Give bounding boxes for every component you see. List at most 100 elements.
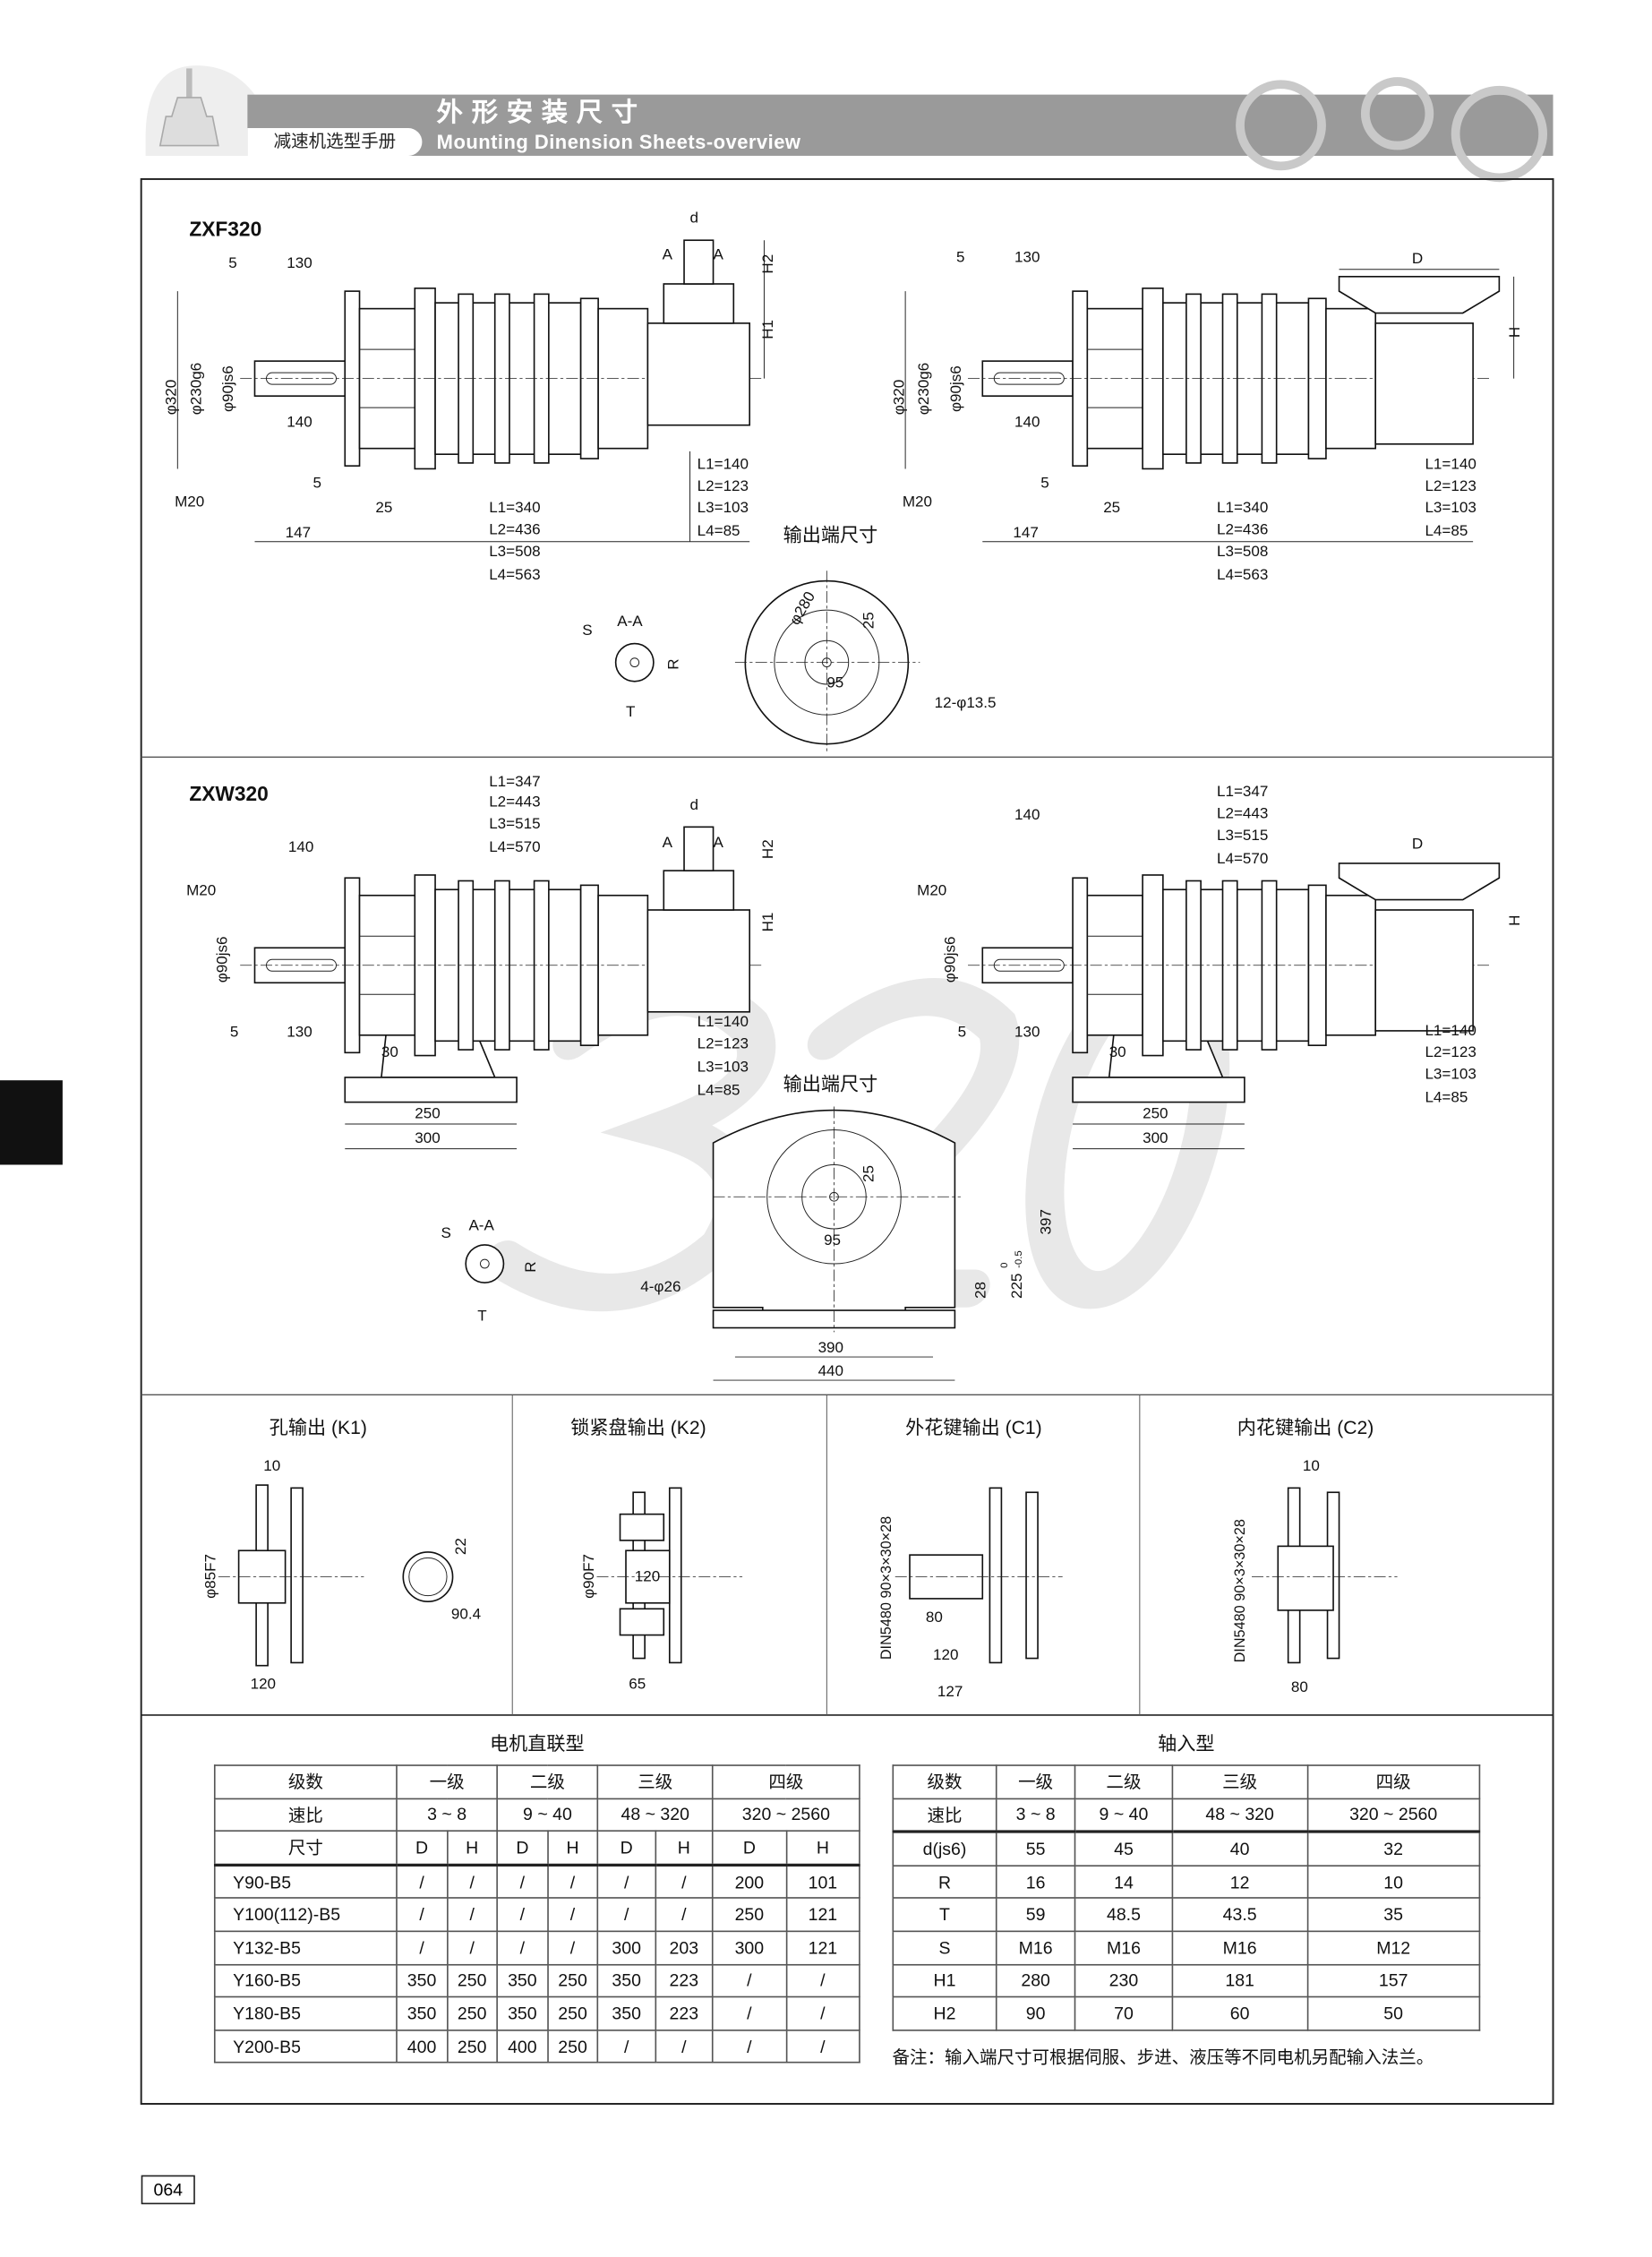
- manual-label: 减速机选型手册: [247, 128, 423, 156]
- dimension-label: 250: [415, 1104, 440, 1121]
- variant-k1: 孔输出 (K1) 10 φ85F7 22 90.4 120: [202, 1417, 482, 1692]
- table-cell: Y90-B5: [213, 1864, 398, 1900]
- dimension-label: 130: [1014, 1023, 1040, 1040]
- dimension-label: L2=443: [489, 794, 540, 811]
- dimension-label: T: [626, 703, 636, 720]
- table-cell: 250: [546, 1963, 599, 1998]
- dimension-label: 22: [452, 1538, 469, 1555]
- table-cell: 四级: [712, 1764, 860, 1799]
- dimension-label: 25: [860, 612, 877, 629]
- table-cell: 350: [596, 1963, 656, 1998]
- dimension-label: L4=85: [1425, 522, 1468, 539]
- page-number: 064: [141, 2175, 195, 2205]
- zxw-left-view: L1=347 L2=443 L3=515 L4=570 d A A H2 H1 …: [186, 773, 776, 1150]
- dimension-label: 80: [926, 1609, 943, 1626]
- dimension-label: L1=140: [698, 1013, 749, 1030]
- table-cell: 速比: [892, 1797, 997, 1833]
- table-cell: M12: [1306, 1930, 1481, 1965]
- table-cell: 35: [1306, 1897, 1481, 1933]
- dimension-label: M20: [917, 882, 946, 899]
- dimension-label: 25: [860, 1165, 877, 1182]
- table-cell: 320 ~ 2560: [712, 1797, 860, 1832]
- dimension-label: A-A: [468, 1217, 494, 1234]
- dimension-label: 147: [1013, 524, 1038, 541]
- dimension-label: 120: [933, 1646, 958, 1663]
- dimension-label: L4=85: [698, 1081, 740, 1098]
- dimension-label: 300: [415, 1129, 440, 1146]
- output-variants: 孔输出 (K1) 10 φ85F7 22 90.4 120 锁紧盘输出 (K2)…: [202, 1417, 1398, 1700]
- table-cell: /: [396, 1864, 448, 1900]
- dimension-label: 225: [1008, 1274, 1025, 1299]
- dimension-label: 5: [230, 1023, 238, 1040]
- table-cell: 32: [1306, 1831, 1481, 1867]
- table-cell: /: [396, 1930, 448, 1965]
- dimension-label: L3=103: [698, 1058, 749, 1075]
- dimension-label: 输出端尺寸: [783, 1074, 878, 1095]
- dimension-label: 120: [251, 1676, 276, 1693]
- dimension-label: S: [582, 622, 592, 639]
- dimension-label: φ85F7: [202, 1554, 219, 1599]
- variant-c2: 内花键输出 (C2) 10 DIN5480 90×3×30×28 80: [1232, 1417, 1398, 1695]
- dimension-label: L3=103: [1425, 1066, 1476, 1083]
- dimension-label: R: [522, 1261, 539, 1272]
- table-cell: D: [396, 1830, 448, 1867]
- table-cell: /: [654, 2029, 714, 2064]
- dimension-label: H1: [759, 320, 776, 339]
- table-cell: 二级: [1074, 1764, 1174, 1799]
- table-cell: 350: [396, 1963, 448, 1998]
- table-cell: /: [496, 1864, 549, 1900]
- table-cell: 250: [546, 2029, 599, 2064]
- motor-table-title: 电机直联型: [489, 1732, 585, 1755]
- zxf320-section: ZXF320 5 130 d A A H2 H1 φ320 φ230g6 φ90…: [163, 210, 1523, 755]
- dimension-label: L1=140: [698, 455, 749, 472]
- dimension-label: 孔输出 (K1): [270, 1417, 367, 1438]
- dimension-label: D: [1412, 250, 1423, 267]
- dimension-label: 28: [972, 1282, 989, 1299]
- table-cell: Y132-B5: [213, 1930, 398, 1965]
- dimension-label: L2=123: [1425, 477, 1476, 494]
- table-cell: 三级: [596, 1764, 714, 1799]
- dimension-label: 140: [287, 413, 312, 430]
- dimension-label: L2=436: [489, 521, 540, 538]
- dimension-label: L2=123: [698, 477, 749, 494]
- table-cell: 320 ~ 2560: [1306, 1797, 1481, 1833]
- dimension-label: 250: [1143, 1104, 1168, 1121]
- table-cell: 43.5: [1171, 1897, 1308, 1933]
- dimension-label: φ320: [890, 380, 907, 415]
- dimension-label: L4=570: [489, 838, 540, 855]
- table-note: 备注：输入端尺寸可根据伺服、步进、液压等不同电机另配输入法兰。: [892, 2047, 1434, 2068]
- dimension-label: d: [690, 796, 698, 813]
- table-cell: 48 ~ 320: [596, 1797, 714, 1832]
- table-cell: 300: [712, 1930, 787, 1965]
- table-cell: 250: [712, 1897, 787, 1933]
- table-cell: 350: [596, 1995, 656, 2031]
- table-cell: 55: [995, 1831, 1076, 1867]
- table-cell: 400: [496, 2029, 549, 2064]
- dimension-label: 147: [286, 524, 311, 541]
- dimension-label: 内花键输出 (C2): [1237, 1417, 1374, 1438]
- table-cell: 250: [546, 1995, 599, 2031]
- dimension-label: 130: [1014, 249, 1040, 266]
- table-cell: /: [654, 1864, 714, 1900]
- table-cell: 三级: [1171, 1764, 1308, 1799]
- table-cell: /: [496, 1897, 549, 1933]
- table-cell: 3 ~ 8: [995, 1797, 1076, 1833]
- dimension-label: 65: [629, 1676, 646, 1693]
- table-cell: 157: [1306, 1963, 1481, 1998]
- header-banner: [145, 65, 1554, 183]
- table-row: 级数一级二级三级四级: [892, 1764, 1481, 1799]
- dimension-label: L4=563: [489, 566, 540, 583]
- table-cell: /: [546, 1897, 599, 1933]
- dimension-label: φ90js6: [214, 936, 231, 983]
- table-cell: D: [596, 1830, 656, 1867]
- dimension-label: A-A: [617, 613, 643, 630]
